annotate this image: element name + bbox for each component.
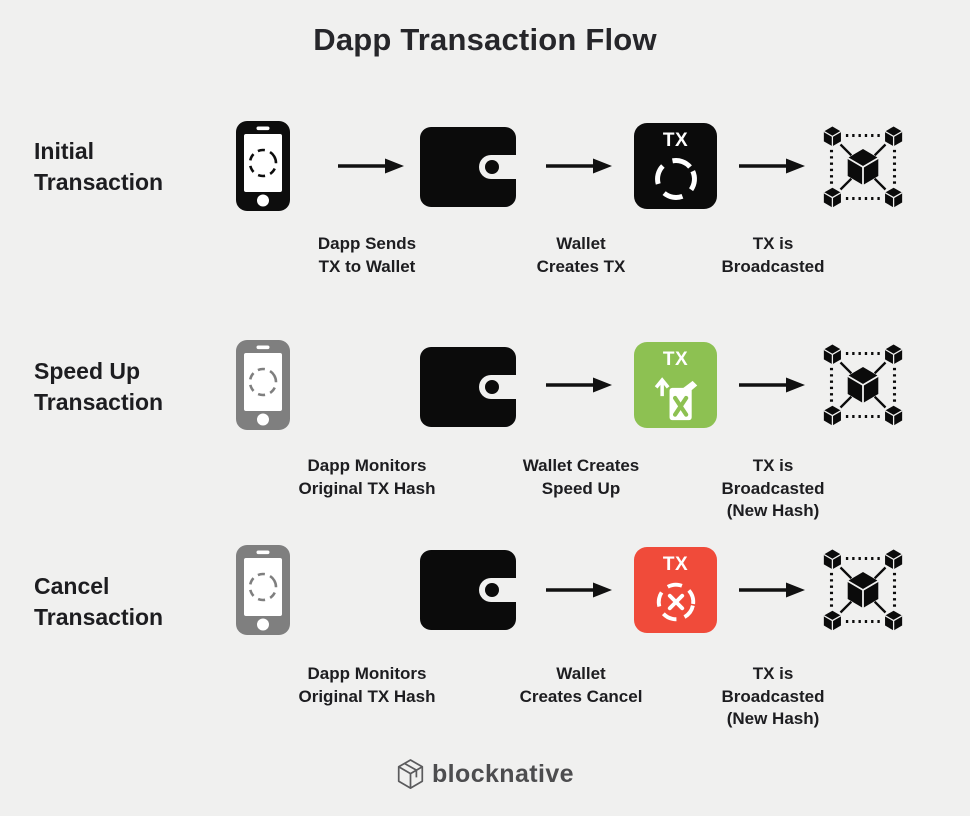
wallet-icon xyxy=(420,550,516,630)
gas-speed-up-icon xyxy=(653,374,699,422)
step-caption: Dapp Monitors Original TX Hash xyxy=(298,664,436,706)
blockchain-network-icon xyxy=(818,540,908,640)
step-caption: TX is Broadcasted (New Hash) xyxy=(721,664,825,728)
step-caption: Wallet Creates Cancel xyxy=(519,664,643,706)
arrow-right-icon xyxy=(739,156,805,176)
arrow-right-icon xyxy=(739,375,805,395)
step-caption: Dapp Monitors Original TX Hash xyxy=(298,456,436,498)
wallet-icon xyxy=(420,127,516,207)
blockchain-network-icon xyxy=(818,335,908,435)
tx-cancel-box: TX xyxy=(634,547,717,633)
step-caption: TX is Broadcasted (New Hash) xyxy=(721,456,825,520)
cancel-circle-x-icon xyxy=(653,579,699,625)
brand-logo: blocknative xyxy=(0,752,970,796)
row-label-cancel: Cancel Transaction xyxy=(34,573,164,630)
tx-speed-up-box: TX xyxy=(634,342,717,428)
dapp-phone-icon xyxy=(236,545,290,635)
dapp-phone-icon xyxy=(236,121,290,211)
tx-tag: TX xyxy=(662,554,689,575)
tx-tag: TX xyxy=(662,130,689,151)
tx-pending-box: TX xyxy=(634,123,717,209)
dapp-phone-icon xyxy=(236,340,290,430)
step-caption: TX is Broadcasted xyxy=(721,234,825,276)
row-label-speed-up: Speed Up Transaction xyxy=(34,358,164,415)
tx-tag: TX xyxy=(662,349,689,370)
blockchain-network-icon xyxy=(818,117,908,217)
blocknative-mark-icon xyxy=(396,758,425,791)
arrow-right-icon xyxy=(338,156,404,176)
pending-spinner-icon xyxy=(652,155,700,203)
brand-name: blocknative xyxy=(432,759,574,788)
arrow-right-icon xyxy=(546,580,612,600)
arrow-right-icon xyxy=(546,156,612,176)
arrow-right-icon xyxy=(546,375,612,395)
step-caption: Wallet Creates TX xyxy=(536,234,626,276)
arrow-right-icon xyxy=(739,580,805,600)
step-caption: Dapp Sends TX to Wallet xyxy=(317,234,417,276)
page-title: Dapp Transaction Flow xyxy=(313,22,657,57)
step-caption: Wallet Creates Speed Up xyxy=(522,456,640,498)
wallet-icon xyxy=(420,347,516,427)
row-label-initial: Initial Transaction xyxy=(34,138,164,195)
